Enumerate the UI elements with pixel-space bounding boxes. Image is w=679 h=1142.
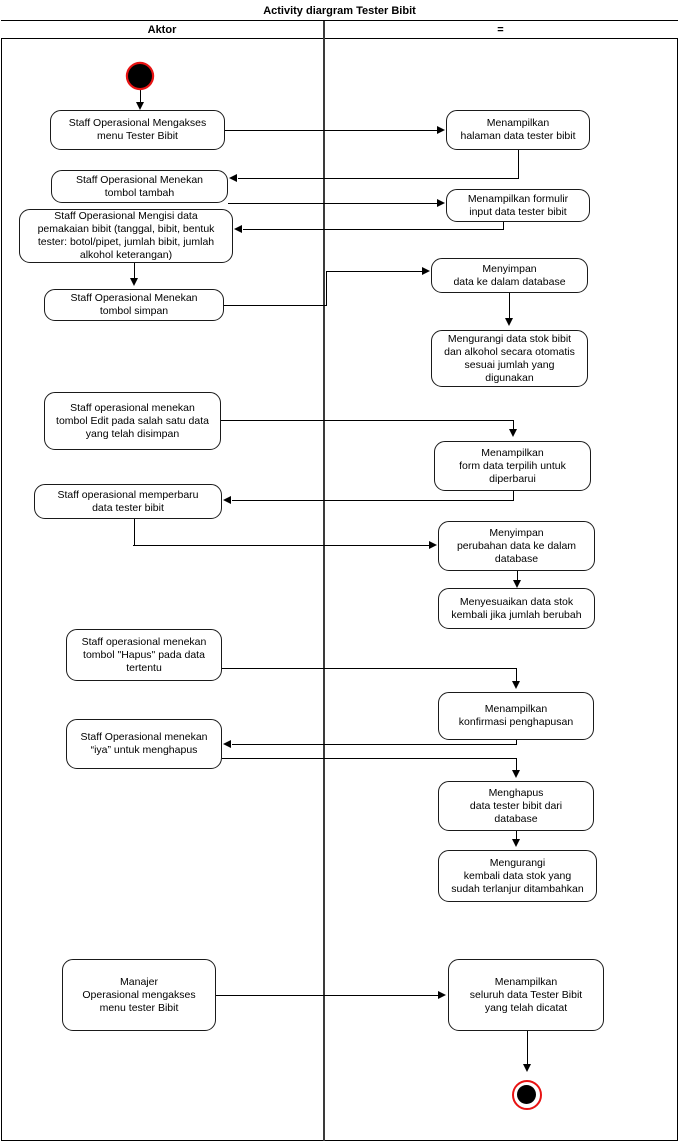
- arrowhead-s3-to-s4: [504, 318, 513, 326]
- connector-start-to-a1: [139, 88, 141, 108]
- connector-s6-to-s7: [516, 571, 518, 583]
- arrowhead-s9-to-s10: [511, 839, 520, 847]
- lane-header-aktor: Aktor: [1, 21, 323, 39]
- activity-node-a3[interactable]: Staff Operasional Mengisi data pemakaian…: [19, 209, 233, 263]
- arrowhead-s11-to-end: [522, 1064, 531, 1072]
- arrowhead-a6-to-s6: [429, 540, 437, 549]
- activity-node-a5[interactable]: Staff operasional menekan tombol Edit pa…: [44, 392, 221, 450]
- arrowhead-s5-to-a6: [223, 495, 231, 504]
- connector-a9-to-s11: [216, 995, 438, 997]
- connector-s9-to-s10: [515, 831, 517, 842]
- activity-node-s2[interactable]: Menampilkan formulir input data tester b…: [446, 189, 590, 222]
- connector-s5-to-a6-vertical: [512, 491, 514, 501]
- arrowhead-a8-to-s9: [511, 770, 520, 778]
- activity-node-s6[interactable]: Menyimpan perubahan data ke dalam databa…: [438, 521, 595, 571]
- end-node: [512, 1080, 542, 1110]
- activity-node-a8[interactable]: Staff Operasional menekan “iya” untuk me…: [66, 719, 222, 769]
- activity-node-s8[interactable]: Menampilkan konfirmasi penghapusan: [438, 692, 594, 740]
- connector-a4-to-s3-segment1: [224, 305, 327, 307]
- connector-a4-to-s3-segment3: [326, 271, 423, 273]
- connector-a7-to-s8-vertical: [515, 668, 517, 684]
- arrowhead-a7-to-s8: [511, 681, 520, 689]
- connector-s8-to-a8-horizontal: [232, 744, 516, 746]
- connector-s2-to-a3-vertical: [502, 222, 504, 230]
- connector-a8-to-s9-vertical: [515, 758, 517, 772]
- connector-a5-to-s5-vertical: [512, 420, 514, 432]
- activity-node-s7[interactable]: Menyesuaikan data stok kembali jika juml…: [438, 588, 595, 629]
- arrowhead-a2-to-s2: [437, 198, 445, 207]
- start-node: [128, 64, 152, 88]
- connector-a6-to-s6-vertical: [133, 519, 135, 546]
- activity-node-s10[interactable]: Mengurangi kembali data stok yang sudah …: [438, 850, 597, 902]
- connector-s1-to-a2-horizontal: [238, 178, 518, 180]
- connector-a7-to-s8-horizontal: [222, 668, 516, 670]
- arrowhead-s1-to-a2: [229, 173, 237, 182]
- activity-node-s9[interactable]: Menghapus data tester bibit dari databas…: [438, 781, 594, 831]
- connector-a5-to-s5-horizontal: [221, 420, 513, 422]
- connector-s11-to-end: [526, 1031, 528, 1069]
- activity-node-a7[interactable]: Staff operasional menekan tombol "Hapus"…: [66, 629, 222, 681]
- connector-s5-to-a6-horizontal: [232, 500, 513, 502]
- connector-a8-to-s9-horizontal: [222, 758, 516, 760]
- connector-s2-to-a3-horizontal: [243, 229, 503, 231]
- activity-node-s3[interactable]: Menyimpan data ke dalam database: [431, 258, 588, 293]
- connector-a6-to-s6-horizontal: [133, 545, 430, 547]
- arrowhead-s2-to-a3: [234, 224, 242, 233]
- arrowhead-a3-to-a4: [129, 278, 138, 286]
- arrowhead-a4-to-s3: [422, 266, 430, 275]
- activity-node-s5[interactable]: Menampilkan form data terpilih untuk dip…: [434, 441, 591, 491]
- connector-s1-to-a2-vertical: [517, 150, 519, 179]
- connector-a3-to-a4: [133, 263, 135, 281]
- connector-a2-to-s2: [228, 203, 438, 205]
- arrowhead-start-to-a1: [135, 102, 144, 110]
- activity-node-a4[interactable]: Staff Operasional Menekan tombol simpan: [44, 289, 224, 321]
- arrowhead-s8-to-a8: [223, 739, 231, 748]
- activity-node-a1[interactable]: Staff Operasional Mengakses menu Tester …: [50, 110, 225, 150]
- arrowhead-a5-to-s5: [508, 429, 517, 437]
- connector-a4-to-s3-segment2: [326, 271, 328, 306]
- activity-node-a9[interactable]: Manajer Operasional mengakses menu teste…: [62, 959, 216, 1031]
- arrowhead-s6-to-s7: [512, 580, 521, 588]
- connector-s3-to-s4: [508, 293, 510, 320]
- arrowhead-a9-to-s11: [438, 990, 446, 999]
- activity-node-s1[interactable]: Menampilkan halaman data tester bibit: [446, 110, 590, 150]
- connector-s8-to-a8-vertical: [515, 740, 517, 745]
- activity-node-s11[interactable]: Menampilkan seluruh data Tester Bibit ya…: [448, 959, 604, 1031]
- arrowhead-a1-to-s1: [437, 125, 445, 134]
- lane-header-system: =: [323, 21, 678, 39]
- activity-node-a6[interactable]: Staff operasional memperbaru data tester…: [34, 484, 222, 519]
- activity-node-s4[interactable]: Mengurangi data stok bibit dan alkohol s…: [431, 330, 588, 387]
- lane-divider: [323, 21, 325, 1141]
- connector-a1-to-s1: [225, 130, 438, 132]
- diagram-title: Activity diargram Tester Bibit: [1, 1, 678, 21]
- activity-node-a2[interactable]: Staff Operasional Menekan tombol tambah: [51, 170, 228, 203]
